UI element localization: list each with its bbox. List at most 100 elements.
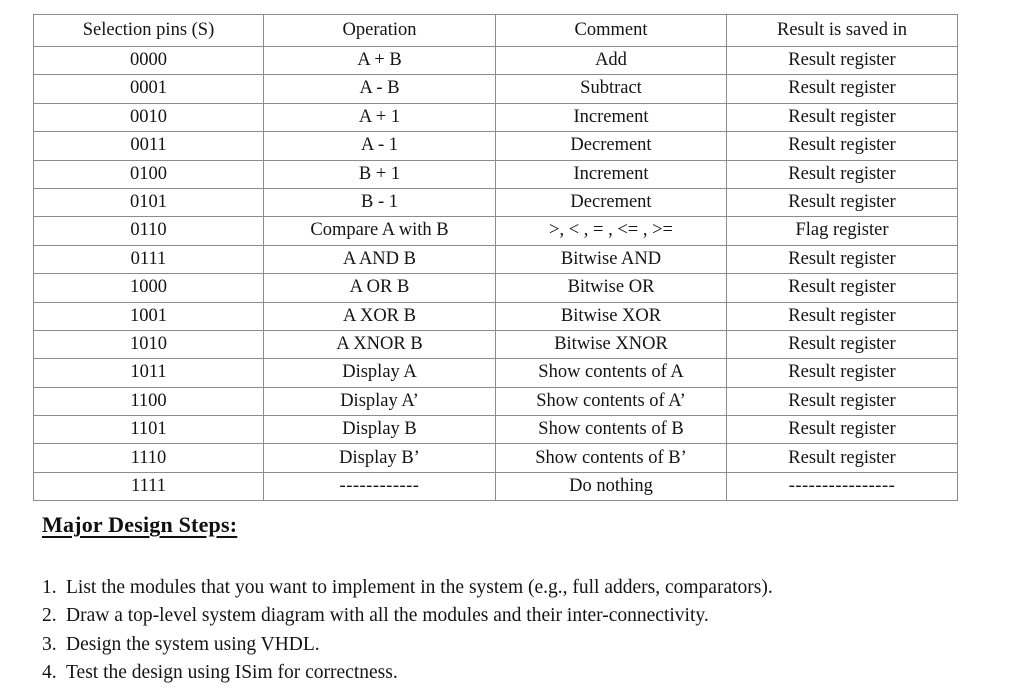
- table-header-row: Selection pins (S) Operation Comment Res…: [33, 14, 958, 47]
- cell-comment: Show contents of B’: [495, 443, 727, 473]
- cell-operation: A XNOR B: [263, 329, 496, 360]
- cell-operation: A + B: [263, 45, 496, 76]
- table-header: Selection pins (S) Operation Comment Res…: [33, 14, 958, 47]
- column-header-selection-pins: Selection pins (S): [33, 14, 264, 47]
- cell-selection-pins: 0010: [33, 102, 264, 133]
- design-step-item: 4. Test the design using ISim for correct…: [42, 659, 992, 687]
- design-step-item: 3. Design the system using VHDL.: [42, 631, 992, 659]
- cell-operation: B - 1: [263, 187, 496, 218]
- cell-operation: Display B: [263, 415, 496, 445]
- step-number: 2.: [42, 605, 57, 627]
- cell-selection-pins: 1000: [33, 273, 264, 303]
- cell-result: Result register: [726, 159, 958, 189]
- cell-comment: Increment: [495, 102, 727, 133]
- column-header-comment: Comment: [495, 14, 727, 47]
- cell-operation: A - 1: [263, 131, 496, 161]
- cell-selection-pins: 0011: [33, 131, 264, 161]
- cell-result: Result register: [726, 415, 958, 445]
- cell-comment: Add: [495, 45, 727, 76]
- step-number: 1.: [42, 577, 57, 598]
- cell-result: Result register: [726, 358, 958, 388]
- cell-result: Result register: [726, 131, 958, 161]
- cell-result: Result register: [726, 273, 958, 303]
- cell-comment: Show contents of A’: [495, 386, 727, 417]
- cell-selection-pins: 0110: [33, 216, 264, 246]
- cell-comment: Do nothing: [495, 471, 727, 502]
- step-text: Test the design using ISim for correctne…: [66, 662, 398, 684]
- cell-comment: Decrement: [495, 187, 727, 218]
- cell-comment: Bitwise XOR: [495, 301, 727, 331]
- cell-selection-pins: 1100: [33, 386, 264, 417]
- cell-comment: Increment: [495, 159, 727, 189]
- cell-operation: A - B: [263, 74, 496, 104]
- cell-comment: Show contents of A: [495, 358, 727, 388]
- cell-result: Result register: [726, 443, 958, 473]
- step-text: Design the system using VHDL.: [66, 633, 320, 655]
- step-number: 3.: [42, 633, 57, 655]
- cell-result: ----------------: [726, 471, 958, 502]
- cell-operation: A AND B: [263, 244, 496, 275]
- cell-operation: Display A: [263, 358, 496, 388]
- section-heading-major-design-steps: Major Design Steps:: [42, 512, 238, 537]
- cell-operation: Display A’: [263, 386, 496, 417]
- cell-result: Flag register: [726, 216, 958, 246]
- cell-selection-pins: 0100: [33, 159, 264, 189]
- column-header-result: Result is saved in: [726, 14, 958, 47]
- alu-operation-table: Selection pins (S) Operation Comment Res…: [33, 14, 958, 502]
- cell-comment: Bitwise OR: [495, 273, 727, 303]
- column-header-operation: Operation: [263, 14, 496, 47]
- cell-result: Result register: [726, 102, 958, 133]
- cell-comment: Bitwise XNOR: [495, 329, 727, 360]
- cell-comment: Bitwise AND: [495, 244, 727, 275]
- cell-selection-pins: 1111: [33, 471, 264, 502]
- design-steps-list: 1. List the modules that you want to impl…: [42, 574, 992, 688]
- cell-comment: Subtract: [495, 74, 727, 104]
- cell-operation: A XOR B: [263, 301, 496, 331]
- table-row: 1111------------Do nothing--------------…: [33, 471, 958, 502]
- cell-selection-pins: 1101: [33, 415, 264, 445]
- cell-result: Result register: [726, 244, 958, 275]
- cell-selection-pins: 0000: [33, 45, 264, 76]
- step-text: List the modules that you want to implem…: [66, 577, 773, 598]
- cell-selection-pins: 1110: [33, 443, 264, 473]
- cell-operation: Display B’: [263, 443, 496, 473]
- step-number: 4.: [42, 662, 57, 684]
- step-text: Draw a top-level system diagram with all…: [66, 605, 709, 627]
- cell-result: Result register: [726, 301, 958, 331]
- design-step-item: 1. List the modules that you want to impl…: [42, 574, 992, 602]
- operation-table-container: Selection pins (S) Operation Comment Res…: [33, 14, 958, 502]
- cell-result: Result register: [726, 45, 958, 76]
- cell-operation: B + 1: [263, 159, 496, 189]
- cell-comment: Show contents of B: [495, 415, 727, 445]
- cell-selection-pins: 0101: [33, 187, 264, 218]
- cell-operation: ------------: [263, 471, 496, 502]
- cell-selection-pins: 1010: [33, 329, 264, 360]
- cell-result: Result register: [726, 187, 958, 218]
- cell-selection-pins: 1001: [33, 301, 264, 331]
- cell-selection-pins: 0111: [33, 244, 264, 275]
- cell-result: Result register: [726, 74, 958, 104]
- design-step-item: 2. Draw a top-level system diagram with a…: [42, 602, 992, 630]
- cell-result: Result register: [726, 386, 958, 417]
- cell-selection-pins: 0001: [33, 74, 264, 104]
- cell-operation: Compare A with B: [263, 216, 496, 246]
- cell-selection-pins: 1011: [33, 358, 264, 388]
- cell-operation: A + 1: [263, 102, 496, 133]
